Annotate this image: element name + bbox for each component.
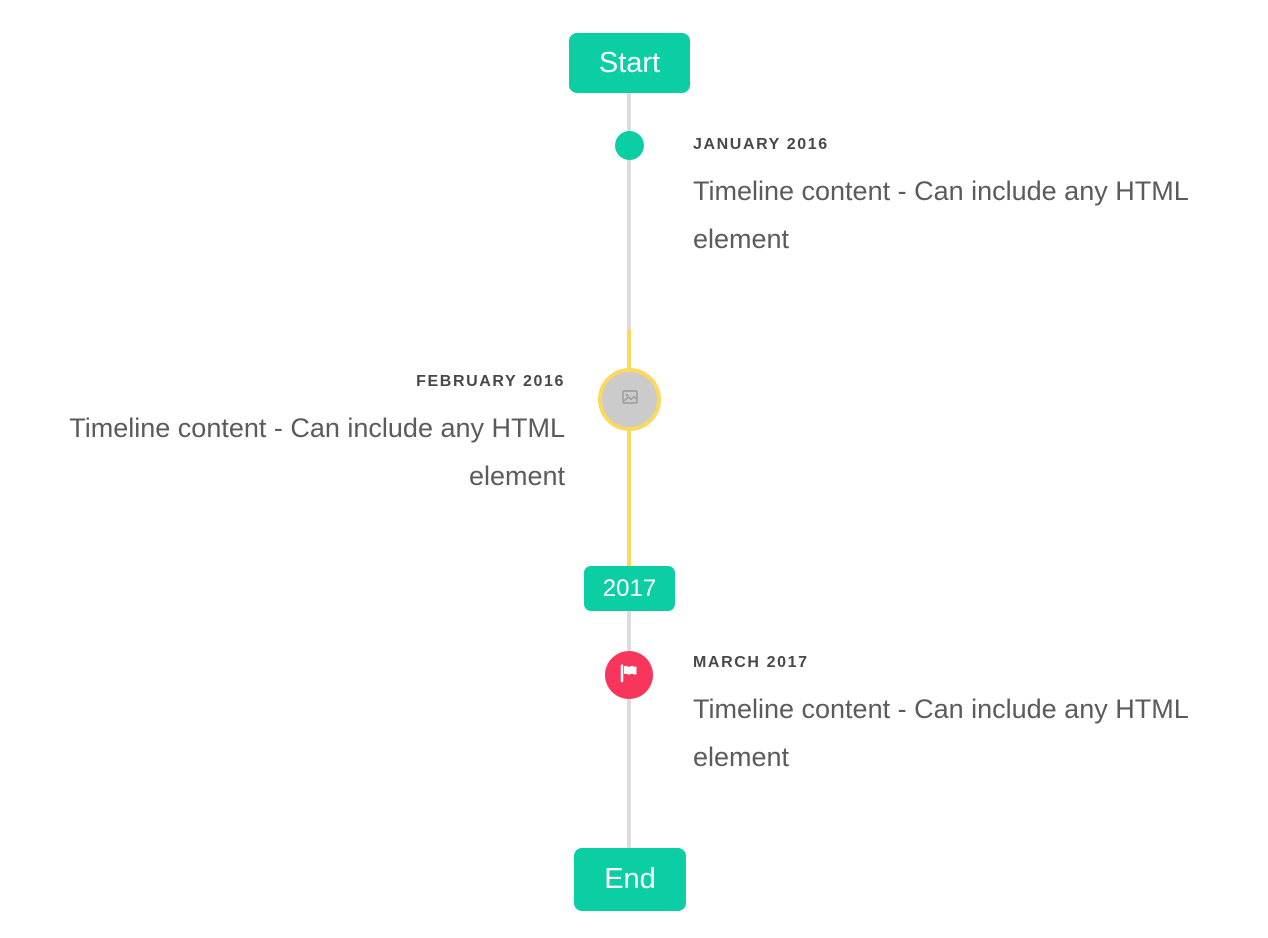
timeline-image-marker xyxy=(598,368,661,431)
timeline-year-badge: 2017 xyxy=(584,566,675,611)
timeline-entry: MARCH 2017 Timeline content - Can includ… xyxy=(693,653,1193,781)
flag-icon xyxy=(616,660,642,691)
entry-date: JANUARY 2016 xyxy=(693,136,829,153)
timeline-entry: JANUARY 2016 Timeline content - Can incl… xyxy=(693,135,1193,263)
timeline-end-text: End xyxy=(604,863,656,895)
timeline-start-text: Start xyxy=(598,46,661,79)
entry-content: Timeline content - Can include any HTML … xyxy=(693,694,1188,772)
entry-content: Timeline content - Can include any HTML … xyxy=(69,413,565,491)
timeline-start-label: Start xyxy=(569,33,690,93)
timeline-flag-marker xyxy=(605,651,653,699)
timeline-year-text: 2017 xyxy=(602,574,657,602)
entry-date: FEBRUARY 2016 xyxy=(416,373,565,390)
entry-date: MARCH 2017 xyxy=(693,654,809,671)
timeline-end-label: End xyxy=(574,848,686,911)
entry-content: Timeline content - Can include any HTML … xyxy=(693,176,1188,254)
timeline-line-highlight-segment xyxy=(627,330,631,566)
broken-image-icon xyxy=(621,390,638,409)
timeline-dot-marker xyxy=(615,131,644,160)
timeline-entry: FEBRUARY 2016 Timeline content - Can inc… xyxy=(65,372,565,500)
